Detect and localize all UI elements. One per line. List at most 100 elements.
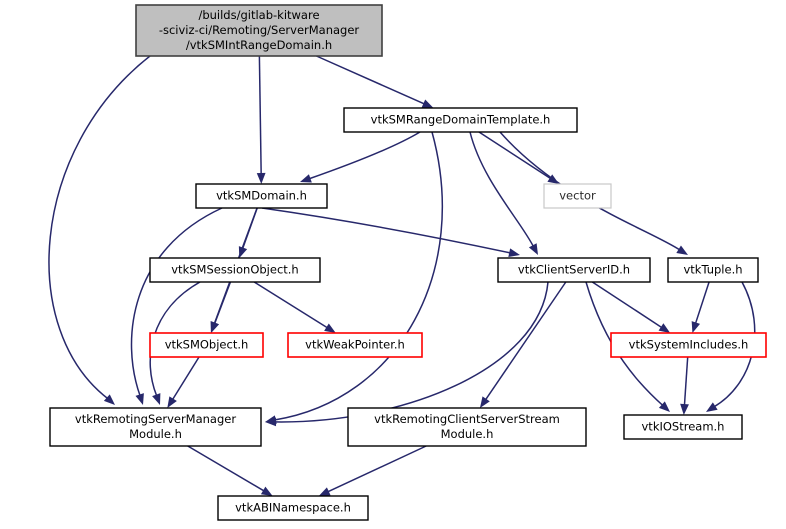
graph-node-abinamespace[interactable]: vtkABINamespace.h bbox=[217, 495, 369, 521]
edge-arrowhead bbox=[658, 323, 671, 333]
graph-edge-clientserverid-to-rcssmodule bbox=[479, 281, 567, 408]
edge-arrowhead bbox=[691, 321, 701, 333]
graph-node-weakpointer[interactable]: vtkWeakPointer.h bbox=[287, 332, 423, 358]
edge-line bbox=[253, 281, 329, 329]
graph-edge-tuple-to-systemincludes bbox=[691, 281, 710, 333]
node-label-iostream: vtkIOStream.h bbox=[642, 420, 725, 434]
graph-edge-rangetemplate-to-vector bbox=[478, 131, 560, 184]
node-label-root: /vtkSMIntRangeDomain.h bbox=[186, 38, 332, 52]
graph-edge-root-to-rangetemplate bbox=[316, 55, 434, 108]
node-label-rangetemplate: vtkSMRangeDomainTemplate.h bbox=[371, 113, 551, 127]
edge-line bbox=[213, 281, 232, 325]
node-box-rangetemplate[interactable] bbox=[343, 107, 578, 133]
edge-arrowhead bbox=[152, 393, 161, 405]
node-layer: /builds/gitlab-kitware-sciviz-ci/Remotin… bbox=[49, 4, 767, 521]
node-label-smobject: vtkSMObject.h bbox=[165, 338, 249, 352]
node-label-sessionobject: vtkSMSessionObject.h bbox=[171, 263, 298, 277]
node-label-clientserverid: vtkClientServerID.h bbox=[518, 263, 630, 277]
node-box-vector[interactable] bbox=[543, 183, 612, 209]
graph-edge-clientserverid-to-iostream bbox=[585, 281, 670, 412]
node-box-clientserverid[interactable] bbox=[497, 257, 651, 283]
node-label-weakpointer: vtkWeakPointer.h bbox=[305, 338, 405, 352]
edge-line bbox=[316, 55, 426, 106]
node-box-rsmmodule[interactable] bbox=[49, 407, 262, 447]
edge-arrowhead bbox=[238, 246, 248, 258]
node-box-rcssmodule[interactable] bbox=[347, 407, 587, 447]
graph-node-systemincludes[interactable]: vtkSystemIncludes.h bbox=[610, 332, 767, 358]
edge-line bbox=[683, 356, 689, 407]
edge-line bbox=[171, 356, 200, 401]
edge-line bbox=[308, 131, 421, 180]
graph-node-clientserverid[interactable]: vtkClientServerID.h bbox=[497, 257, 651, 283]
node-label-systemincludes: vtkSystemIncludes.h bbox=[629, 338, 749, 352]
edge-line bbox=[499, 131, 681, 251]
edge-line bbox=[469, 131, 535, 248]
node-box-systemincludes[interactable] bbox=[610, 332, 767, 358]
edge-line bbox=[187, 445, 266, 493]
edge-layer bbox=[48, 55, 756, 496]
edge-arrowhead bbox=[300, 174, 312, 183]
graph-edge-root-to-smdomain bbox=[256, 55, 266, 184]
edge-line bbox=[261, 207, 512, 254]
edge-arrowhead bbox=[658, 401, 670, 412]
graph-node-vector[interactable]: vector bbox=[543, 183, 612, 209]
node-box-sessionobject[interactable] bbox=[149, 257, 321, 283]
node-label-rcssmodule: Module.h bbox=[441, 427, 494, 441]
graph-node-root[interactable]: /builds/gitlab-kitware-sciviz-ci/Remotin… bbox=[135, 4, 383, 57]
edge-arrowhead bbox=[706, 402, 718, 412]
graph-edge-rsmmodule-to-abinamespace bbox=[187, 445, 273, 496]
node-box-iostream[interactable] bbox=[623, 414, 743, 440]
graph-node-smdomain[interactable]: vtkSMDomain.h bbox=[195, 183, 328, 209]
node-box-tuple[interactable] bbox=[667, 257, 759, 283]
node-label-root: /builds/gitlab-kitware bbox=[198, 8, 319, 22]
edge-line bbox=[48, 55, 151, 400]
edge-arrowhead bbox=[265, 417, 277, 427]
edge-arrowhead bbox=[103, 394, 115, 405]
edge-arrowhead bbox=[318, 487, 331, 496]
graph-node-rangetemplate[interactable]: vtkSMRangeDomainTemplate.h bbox=[343, 107, 578, 133]
edge-arrowhead bbox=[256, 172, 266, 184]
edge-line bbox=[258, 55, 262, 176]
node-label-root: -sciviz-ci/Remoting/ServerManager bbox=[159, 23, 360, 37]
edge-line bbox=[694, 281, 710, 325]
node-label-tuple: vtkTuple.h bbox=[683, 263, 742, 277]
node-label-rsmmodule: vtkRemotingServerManager bbox=[75, 412, 236, 426]
graph-node-tuple[interactable]: vtkTuple.h bbox=[667, 257, 759, 283]
graph-edge-sessionobject-to-weakpointer bbox=[253, 281, 336, 333]
graph-node-sessionobject[interactable]: vtkSMSessionObject.h bbox=[149, 257, 321, 283]
edge-line bbox=[273, 281, 549, 423]
node-label-abinamespace: vtkABINamespace.h bbox=[235, 501, 351, 515]
node-box-abinamespace[interactable] bbox=[217, 495, 369, 521]
node-label-rcssmodule: vtkRemotingClientServerStream bbox=[374, 412, 560, 426]
edge-arrowhead bbox=[210, 321, 220, 333]
edge-line bbox=[591, 281, 664, 329]
edge-line bbox=[273, 131, 444, 421]
graph-edge-smdomain-to-rsmmodule bbox=[130, 207, 223, 405]
graph-edge-sessionobject-to-smobject bbox=[210, 281, 232, 333]
edge-arrowhead bbox=[260, 486, 273, 496]
edge-line bbox=[130, 207, 223, 397]
node-label-smdomain: vtkSMDomain.h bbox=[216, 189, 307, 203]
node-label-rsmmodule: Module.h bbox=[129, 427, 182, 441]
node-box-weakpointer[interactable] bbox=[287, 332, 423, 358]
node-box-root[interactable] bbox=[135, 4, 383, 57]
node-box-smobject[interactable] bbox=[149, 332, 264, 358]
edge-line bbox=[478, 131, 552, 180]
graph-edge-root-to-rsmmodule bbox=[48, 55, 151, 405]
graph-edge-systemincludes-to-iostream bbox=[680, 356, 689, 415]
graph-node-iostream[interactable]: vtkIOStream.h bbox=[623, 414, 743, 440]
node-label-vector: vector bbox=[559, 189, 596, 203]
node-box-smdomain[interactable] bbox=[195, 183, 328, 209]
edge-arrowhead bbox=[167, 396, 177, 408]
graph-edge-clientserverid-to-systemincludes bbox=[591, 281, 671, 333]
graph-edge-smobject-to-rsmmodule bbox=[167, 356, 200, 408]
graph-edge-rangetemplate-to-smdomain bbox=[300, 131, 421, 183]
edge-arrowhead bbox=[324, 323, 336, 333]
edge-arrowhead bbox=[676, 245, 688, 255]
edge-arrowhead bbox=[680, 403, 689, 415]
graph-node-smobject[interactable]: vtkSMObject.h bbox=[149, 332, 264, 358]
